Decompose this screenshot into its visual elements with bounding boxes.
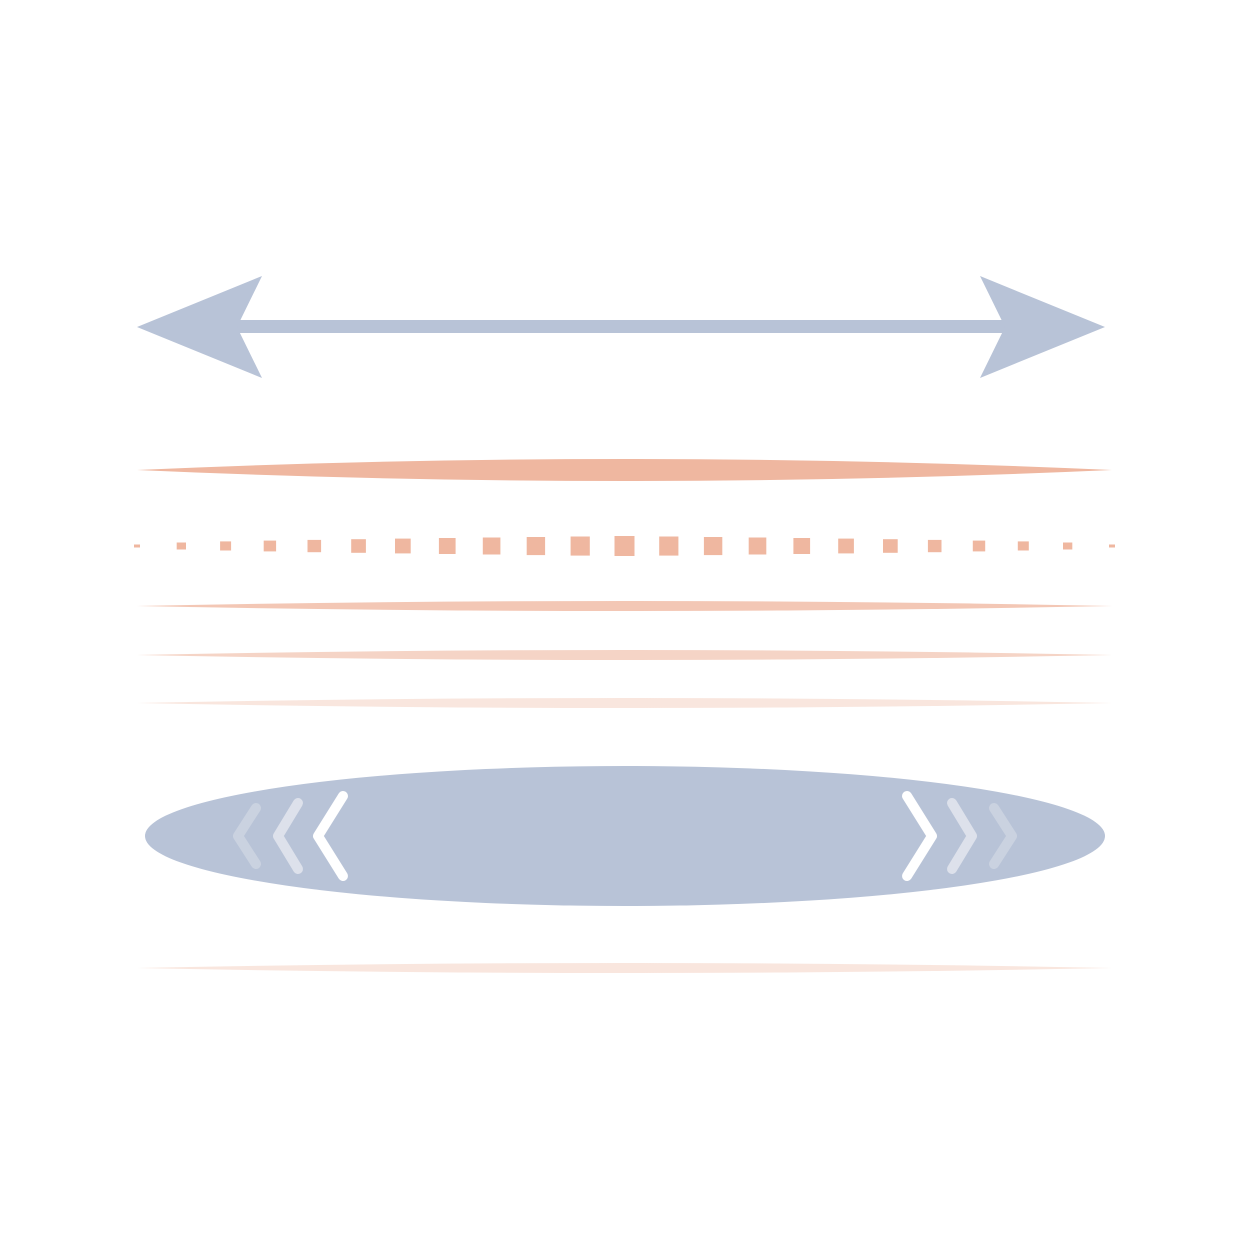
right-chevron-icon bbox=[989, 803, 1017, 869]
dash-segment bbox=[351, 539, 366, 553]
left-chevrons bbox=[233, 791, 348, 881]
dash-segment bbox=[1109, 544, 1115, 548]
left-chevron-icon bbox=[313, 791, 348, 881]
dash-segment bbox=[263, 540, 277, 552]
arrow-head-left bbox=[137, 276, 262, 378]
double-headed-arrow-icon bbox=[137, 276, 1105, 378]
left-chevron-icon bbox=[273, 798, 303, 874]
dash-segment bbox=[614, 536, 635, 556]
dash-segment bbox=[1063, 542, 1073, 550]
right-chevron-icon bbox=[947, 798, 977, 874]
dashed-line-icon bbox=[134, 536, 1115, 556]
dash-segment bbox=[793, 538, 811, 554]
dash-segment bbox=[482, 537, 501, 555]
tapered-line-1 bbox=[137, 459, 1112, 481]
tapered-line-2 bbox=[137, 601, 1112, 611]
dash-segment bbox=[176, 542, 186, 550]
tapered-line-icon bbox=[137, 650, 1112, 660]
dash-segment bbox=[438, 538, 456, 554]
dash-segment bbox=[570, 536, 590, 556]
arrow-head-right bbox=[980, 276, 1105, 378]
tapered-line-5 bbox=[137, 963, 1112, 973]
right-chevron-icon bbox=[902, 791, 937, 881]
tapered-line-icon bbox=[137, 698, 1112, 708]
dash-segment bbox=[659, 536, 679, 556]
left-chevron-icon bbox=[233, 803, 261, 869]
dash-segment bbox=[526, 537, 546, 556]
tapered-line-icon bbox=[137, 601, 1112, 611]
dash-segment bbox=[395, 538, 411, 554]
dash-segment bbox=[703, 537, 723, 556]
dash-segment bbox=[748, 537, 767, 555]
tapered-line-4 bbox=[137, 698, 1112, 708]
tapered-line-3 bbox=[137, 650, 1112, 660]
dash-segment bbox=[134, 544, 140, 548]
dash-segment bbox=[1017, 541, 1029, 551]
rounded-pill-icon bbox=[145, 766, 1105, 906]
dash-segment bbox=[220, 541, 232, 551]
tapered-line-icon bbox=[137, 963, 1112, 973]
dash-segment bbox=[972, 540, 986, 552]
dash-segment bbox=[883, 539, 898, 553]
arrow-shaft bbox=[225, 320, 1020, 333]
dash-segment bbox=[307, 539, 322, 553]
tapered-line-icon bbox=[137, 459, 1112, 481]
dash-segment bbox=[838, 538, 854, 554]
right-chevrons bbox=[902, 791, 1017, 881]
pill-shape bbox=[145, 766, 1105, 906]
dash-segment bbox=[927, 539, 942, 553]
